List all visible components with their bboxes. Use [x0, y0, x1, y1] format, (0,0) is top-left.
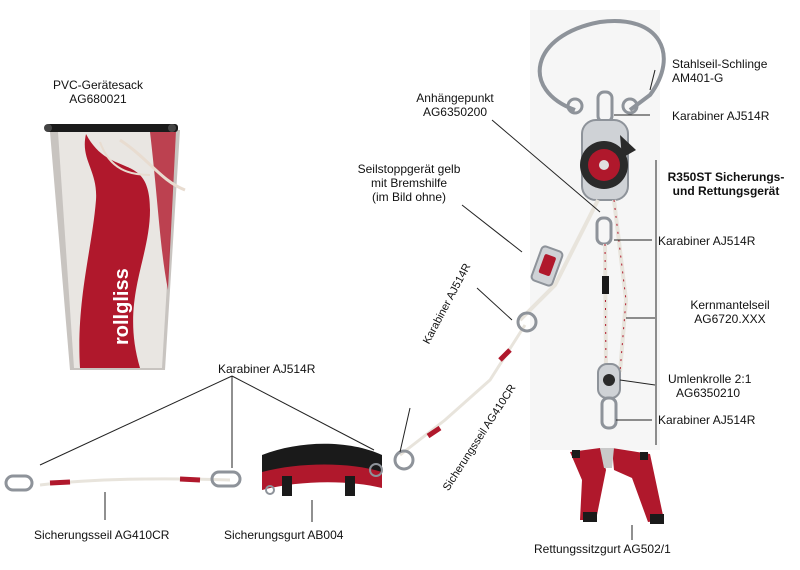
- device-line1: R350ST Sicherungs-: [667, 170, 785, 184]
- pulley-name: Umlenkrolle 2:1: [668, 372, 752, 386]
- carabiner-lanyard-top: [516, 311, 538, 333]
- belt-label: Sicherungsgurt AB004: [224, 528, 344, 542]
- steel-sling: [537, 19, 666, 112]
- rescue-device: [580, 119, 636, 201]
- lanyard-bottom-label: Sicherungsseil AG410CR: [34, 528, 170, 542]
- rope-stop-line1: Seilstoppgerät gelb: [357, 162, 461, 176]
- anchor-code: AG6350200: [422, 105, 488, 119]
- bag-code: AG680021: [69, 92, 127, 106]
- carabiner-middle-label: Karabiner AJ514R: [658, 234, 756, 248]
- rope-stop-line3: (im Bild ohne): [371, 190, 447, 204]
- kernmantle-rope-left: [518, 199, 600, 322]
- device-label: R350ST Sicherungs- und Rettungsgerät: [656, 170, 796, 198]
- safety-belt: [262, 443, 383, 496]
- carabiner-lanyard-end: [393, 449, 415, 471]
- anchor-label: Anhängepunkt AG6350200: [400, 91, 510, 119]
- rope-code: AG6720.XXX: [694, 312, 766, 326]
- rope-stop-device: [530, 245, 564, 287]
- rope-clamp: [602, 276, 609, 294]
- bag-label: PVC-Gerätesack AG680021: [30, 78, 166, 106]
- anchor-name: Anhängepunkt: [416, 91, 494, 105]
- rescue-harness: [570, 448, 664, 524]
- carabiner-left-label: Karabiner AJ514R: [218, 362, 316, 376]
- harness-label: Rettungssitzgurt AG502/1: [534, 542, 671, 556]
- device-line2: und Rettungsgerät: [672, 184, 780, 198]
- sling-label: Stahlseil-Schlinge AM401-G: [672, 57, 767, 85]
- pulley-code: AG6350210: [676, 386, 741, 400]
- carabiner-bottom: [600, 396, 618, 430]
- carabiner-lanyard-right: [210, 470, 242, 488]
- carabiner-middle: [595, 216, 613, 246]
- carabiner-top-label: Karabiner AJ514R: [672, 109, 770, 123]
- carabiner-lanyard-left: [4, 474, 34, 492]
- sling-name: Stahlseil-Schlinge: [672, 57, 768, 71]
- bag-brand-text: rollgliss: [111, 268, 133, 345]
- rope-stop-line2: mit Bremshilfe: [370, 176, 447, 190]
- pulley: [597, 363, 621, 399]
- equipment-bag: rollgliss: [44, 124, 186, 370]
- pulley-label: Umlenkrolle 2:1 AG6350210: [668, 372, 751, 400]
- leader-lines: [39, 69, 657, 540]
- bag-name: PVC-Gerätesack: [52, 78, 144, 92]
- rope-name: Kernmantelseil: [690, 298, 770, 312]
- rope-stop-label: Seilstoppgerät gelb mit Bremshilfe (im B…: [342, 162, 476, 204]
- sling-code: AM401-G: [672, 71, 724, 85]
- photo-backdrop: [530, 10, 660, 450]
- sling-eye-left: [566, 97, 584, 115]
- rope-label: Kernmantelseil AG6720.XXX: [670, 298, 790, 326]
- carabiner-bottom-label: Karabiner AJ514R: [658, 413, 756, 427]
- sling-eye-right: [621, 97, 639, 115]
